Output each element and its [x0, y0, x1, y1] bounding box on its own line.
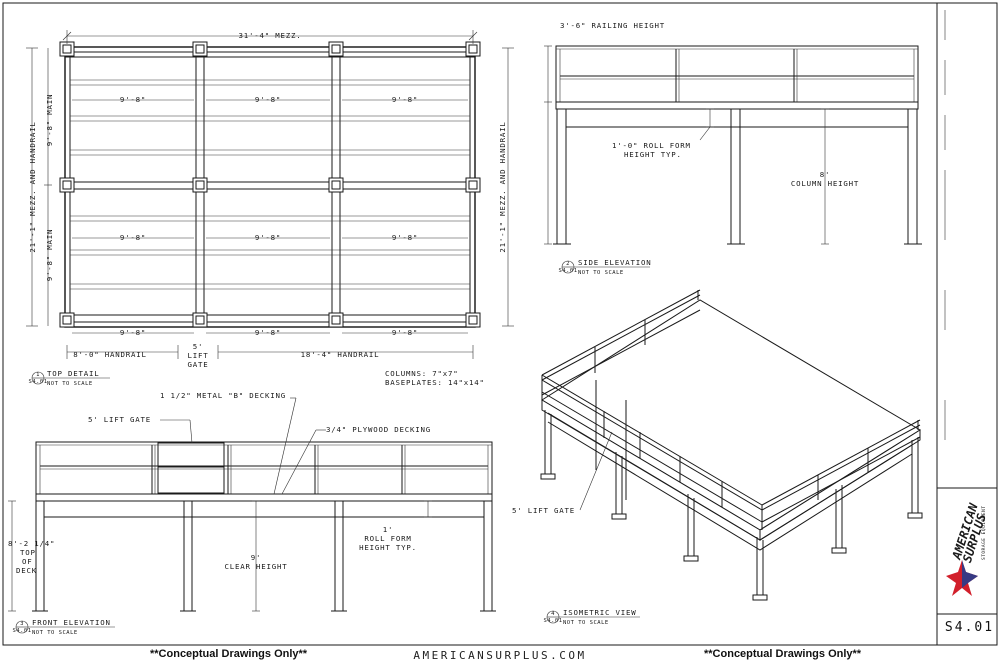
view-callout-num: 4	[551, 611, 555, 617]
view-title: ISOMETRIC VIEW	[563, 608, 637, 617]
railing-height-dim: 3'-6" RAILING HEIGHT	[560, 21, 665, 30]
lift-gate-label: 5' LIFT GATE	[88, 415, 151, 424]
main-dim-top: 9'-8" MAIN	[45, 94, 54, 147]
view-scale: NOT TO SCALE	[47, 381, 93, 387]
svg-text:STORAGE EQUIPMENT: STORAGE EQUIPMENT	[981, 505, 987, 560]
bay-dim: 9'-8"	[255, 233, 281, 242]
view-callout-sheet: S4.01	[12, 628, 31, 634]
view-callout-sheet: S4.01	[543, 618, 562, 624]
top-of-deck-dim: OF	[22, 557, 33, 566]
bay-dim: 9'-8"	[120, 233, 146, 242]
baseplates-spec: BASEPLATES: 14"x14"	[385, 378, 485, 387]
top-of-deck-dim: TOP	[20, 548, 36, 557]
company-logo: AMERICAN SURPLUS STORAGE EQUIPMENT	[946, 501, 989, 596]
column-height-dim: COLUMN HEIGHT	[791, 179, 859, 188]
bay-dim: 9'-8"	[120, 95, 146, 104]
footer-right-note: **Conceptual Drawings Only**	[704, 648, 862, 660]
footer-website: AMERICANSURPLUS.COM	[413, 649, 587, 662]
top-detail-plan	[26, 30, 514, 359]
isometric-view: 5' LIFT GATE 4 S4.01 ISOMETRIC VIEW NOT …	[512, 289, 923, 626]
view-scale: NOT TO SCALE	[578, 270, 624, 276]
sheet-number: S4.01	[944, 620, 995, 635]
view-scale: NOT TO SCALE	[32, 630, 78, 636]
side-elevation: 3'-6" RAILING HEIGHT 1'-0" ROLL FORM HEI…	[544, 21, 922, 276]
bay-dim: 9'-8"	[392, 95, 418, 104]
view-callout-num: 2	[566, 261, 570, 267]
lift-gate-label: GATE	[188, 360, 209, 369]
view-callout-sheet: S4.01	[558, 268, 577, 274]
view-title: SIDE ELEVATION	[578, 258, 652, 267]
view-callout-sheet: S4.01	[28, 379, 47, 385]
columns-spec: COLUMNS: 7"x7"	[385, 369, 459, 378]
clear-height-dim: CLEAR HEIGHT	[225, 562, 288, 571]
bay-dim: 9'-8"	[255, 95, 281, 104]
handrail-left-dim: 8'-0" HANDRAIL	[73, 350, 147, 359]
view-title: TOP DETAIL	[47, 369, 100, 378]
footer-left-note: **Conceptual Drawings Only**	[150, 648, 308, 660]
metal-decking-label: 1 1/2" METAL "B" DECKING	[160, 391, 286, 400]
bay-dim: 9'-8"	[120, 328, 146, 337]
bay-dim: 9'-8"	[255, 328, 281, 337]
clear-height-dim: 9'	[251, 553, 262, 562]
handrail-right-dim: 18'-4" HANDRAIL	[301, 350, 380, 359]
roll-form-dim: HEIGHT TYP.	[359, 543, 417, 552]
roll-form-dim: ROLL FORM	[364, 534, 411, 543]
view-callout-num: 3	[20, 621, 24, 627]
bay-dim: 9'-8"	[392, 233, 418, 242]
roll-form-dim: HEIGHT TYP.	[624, 150, 682, 159]
front-elevation: 1 1/2" METAL "B" DECKING 5' LIFT GATE 3/…	[8, 391, 496, 636]
bay-dim: 9'-8"	[392, 328, 418, 337]
top-of-deck-dim: 8'-2 1/4"	[8, 539, 55, 548]
view-title: FRONT ELEVATION	[32, 618, 111, 627]
main-dim-bottom: 9'-8" MAIN	[45, 229, 54, 282]
top-detail-labels: 31'-4" MEZZ. 9'-8" 9'-8" 9'-8" 9'-8" 9'-…	[28, 31, 507, 387]
lift-gate-width: 5'	[193, 342, 204, 351]
sheet-border	[2, 2, 998, 646]
view-scale: NOT TO SCALE	[563, 620, 609, 626]
roll-form-dim: 1'-0" ROLL FORM	[612, 141, 691, 150]
left-depth-dim: 21'-1" MEZZ. AND HANDRAIL	[28, 121, 37, 252]
plywood-decking-label: 3/4" PLYWOOD DECKING	[326, 425, 431, 434]
view-callout-num: 1	[36, 372, 40, 378]
iso-lift-gate-label: 5' LIFT GATE	[512, 506, 575, 515]
overall-width-dim: 31'-4" MEZZ.	[239, 31, 302, 40]
top-of-deck-dim: DECK	[16, 566, 37, 575]
roll-form-dim: 1'	[383, 525, 394, 534]
column-height-dim: 8'	[820, 170, 831, 179]
lift-gate-label: LIFT	[188, 351, 209, 360]
right-depth-dim: 21'-1" MEZZ. AND HANDRAIL	[498, 121, 507, 252]
